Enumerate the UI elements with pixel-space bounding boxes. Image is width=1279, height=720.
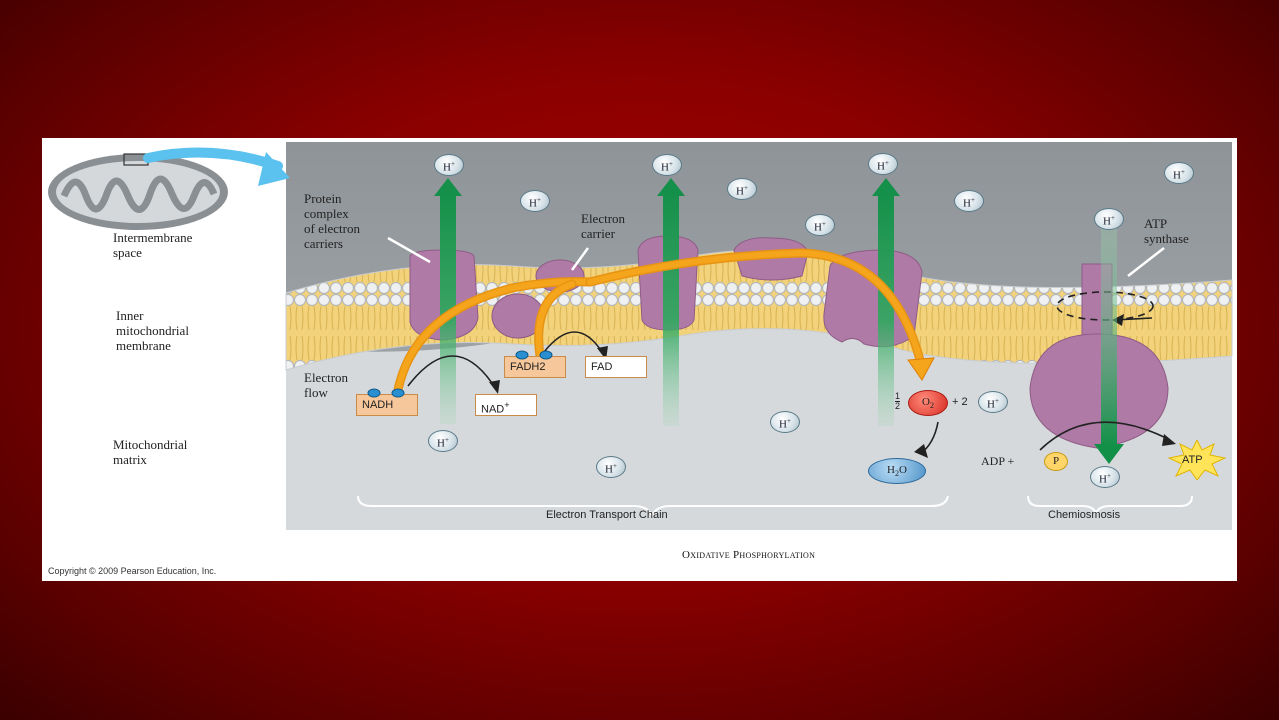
fad-box: FAD xyxy=(585,356,647,378)
atp-burst-icon xyxy=(1168,440,1226,480)
phosphate: P xyxy=(1044,452,1068,471)
atp-synthase-label: ATP synthase xyxy=(1144,216,1189,246)
copyright-notice: Copyright © 2009 Pearson Education, Inc. xyxy=(48,566,217,576)
hydrogen-ion: H+ xyxy=(868,153,898,175)
protein-complex-label: Protein complex of electron carriers xyxy=(304,191,360,251)
fadh2-box: FADH2 xyxy=(504,356,566,378)
etc-section-label: Electron Transport Chain xyxy=(546,509,668,521)
oxygen-molecule: O2 xyxy=(908,390,948,416)
intermembrane-space-label: Intermembrane space xyxy=(113,230,193,260)
hydrogen-ion: H+ xyxy=(1164,162,1194,184)
one-half-fraction: 1 2 xyxy=(895,391,901,411)
oxidative-phosphorylation-diagram xyxy=(48,142,1233,530)
chemiosmosis-section-label: Chemiosmosis xyxy=(1048,509,1121,521)
figure-caption: Oxidative Phosphorylation xyxy=(682,549,816,561)
hydrogen-ion: H+ xyxy=(770,411,800,433)
inner-membrane-label: Inner mitochondrial membrane xyxy=(116,308,189,353)
electron-carrier-label: Electron carrier xyxy=(581,211,626,241)
hydrogen-ion: H+ xyxy=(978,391,1008,413)
electron-flow-path xyxy=(393,248,925,395)
water-molecule: H2O xyxy=(868,458,926,484)
electron-flow-label: Electron flow xyxy=(304,370,349,400)
hydrogen-ion: H+ xyxy=(428,430,458,452)
hydrogen-ion: H+ xyxy=(954,190,984,212)
mitochondrion-icon xyxy=(48,147,290,230)
hydrogen-ion: H+ xyxy=(727,178,757,200)
nadh-box: NADH xyxy=(356,394,418,416)
hydrogen-ion: H+ xyxy=(520,190,550,212)
nad-box: NAD+ xyxy=(475,394,537,416)
hydrogen-ion: H+ xyxy=(1090,466,1120,488)
hydrogen-ion: H+ xyxy=(596,456,626,478)
plus-two-label: + 2 xyxy=(952,396,968,408)
etc-brace xyxy=(357,495,949,519)
atp-synthase-proton-flow xyxy=(1094,228,1124,464)
hydrogen-ion: H+ xyxy=(652,154,682,176)
matrix-label: Mitochondrial matrix xyxy=(113,437,188,467)
chemiosmosis-brace xyxy=(1027,495,1193,515)
adp-label: ADP + xyxy=(981,454,1015,468)
proton-pump-arrows xyxy=(434,178,900,426)
hydrogen-ion: H+ xyxy=(434,154,464,176)
atp-label: ATP xyxy=(1182,454,1203,466)
diagram-slide: Intermembrane space Inner mitochondrial … xyxy=(42,138,1237,581)
hydrogen-ion: H+ xyxy=(1094,208,1124,230)
hydrogen-ion: H+ xyxy=(805,214,835,236)
